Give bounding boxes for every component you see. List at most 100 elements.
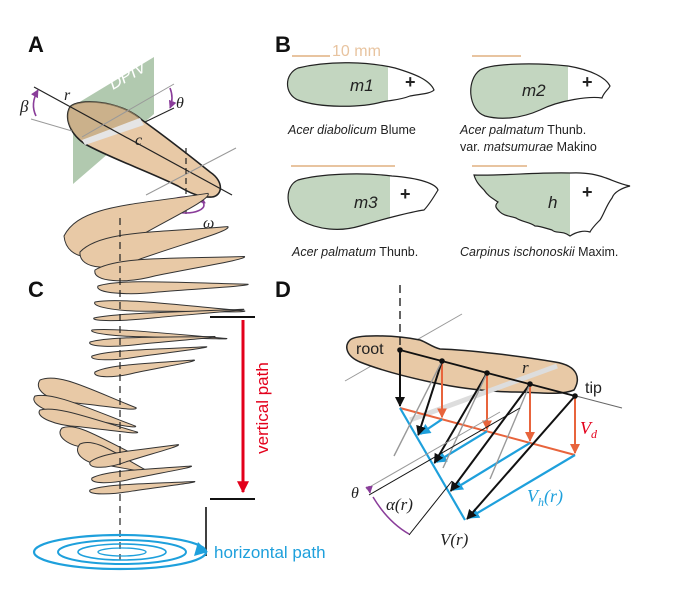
species-authority: Thunb. (376, 245, 418, 259)
wing-h-outline (473, 172, 631, 237)
omega-symbol: ω (203, 215, 214, 232)
cross-line (145, 147, 237, 196)
variety-italic: matsumurae (484, 140, 554, 154)
velocity-vectors (393, 347, 580, 521)
species-italic: Acer diabolicum (287, 123, 377, 137)
r-symbol: r (64, 87, 71, 104)
chord-highlight (82, 118, 144, 145)
falling-seed-silhouette (93, 308, 245, 322)
grey-guide (442, 372, 488, 469)
vertical-path-label: vertical path (253, 362, 272, 454)
alpha-arc (372, 496, 410, 535)
plane-intersection (67, 101, 140, 140)
theta-label-d: θ (351, 485, 359, 502)
wing-m2-outline (470, 63, 611, 119)
panel-label-c: C (28, 277, 44, 302)
vd-label: Vd (580, 418, 598, 441)
radial-point (527, 381, 533, 387)
v-arrow (449, 383, 531, 492)
species-italic: Acer palmatum (459, 123, 544, 137)
grey-guide (393, 360, 443, 457)
alpha-reference-line (368, 407, 521, 496)
horizontal-reference (81, 83, 175, 138)
radial-point (439, 358, 445, 364)
vd-subscript: d (591, 427, 598, 441)
vd-baseline (399, 407, 576, 456)
falling-seed-silhouette (94, 300, 246, 313)
wing-m1-plus: + (405, 72, 416, 92)
wing-m1-caption: Acer diabolicum Blume (287, 123, 416, 137)
panel-label-b: B (275, 32, 291, 57)
r-label: r (522, 358, 529, 377)
theta-arc (168, 87, 177, 109)
chord-highlight-d (409, 363, 558, 423)
species-authority: Blume (377, 123, 416, 137)
falling-seed-silhouette (89, 444, 179, 468)
wing-m2-blade (568, 66, 610, 102)
species-italic: Acer palmatum (291, 245, 376, 259)
vh-baseline (399, 407, 466, 521)
panel-d: D root tip r θ α(r) V(r) Vd Vh(r) (275, 277, 623, 549)
seed-stack (33, 192, 249, 495)
wing-h-blade (570, 172, 630, 236)
panel-c: C vertical path horizontal path (28, 192, 326, 571)
velocity-extension-line (408, 480, 453, 536)
theta-arc-d (365, 485, 373, 494)
wing-m3-outline (287, 173, 439, 230)
horizontal-path-arrowhead (194, 542, 208, 556)
vd-symbol: V (580, 418, 593, 438)
beta-symbol: β (19, 97, 29, 116)
horizontal-path-ring-3 (77, 543, 167, 561)
wing-m2-plus: + (582, 72, 593, 92)
wing-m2-tag: m2 (522, 81, 546, 100)
scale-bar-label: 10 mm (332, 43, 381, 60)
wing-m3-caption: Acer palmatum Thunb. (291, 245, 418, 259)
wing-m1-blade (388, 64, 434, 102)
vh-arrow (468, 454, 576, 519)
radial-point (572, 393, 578, 399)
theta-reference-line (365, 411, 501, 490)
horizontal-path-label: horizontal path (214, 543, 326, 562)
panel-label-d: D (275, 277, 291, 302)
falling-seed-silhouette (89, 480, 196, 495)
falling-seed-silhouette (91, 346, 208, 361)
falling-seed-silhouette (97, 281, 249, 295)
wing-m1-tag: m1 (350, 76, 374, 95)
falling-seed-silhouette (38, 408, 139, 434)
panel-a: A DPIV β r θ c ω (19, 32, 237, 232)
species-authority: Maxim. (575, 245, 619, 259)
radial-point (397, 347, 403, 353)
wing-h: h + Carpinus ischonoskii Maxim. (460, 172, 631, 259)
wing-h-caption: Carpinus ischonoskii Maxim. (460, 245, 618, 259)
vh-argument: (r) (544, 486, 563, 507)
panel-b: B 10 mm m1 + Acer diabolicum Blume m2 + … (275, 32, 631, 259)
chord-symbol: c (135, 132, 142, 149)
root-label: root (356, 341, 384, 358)
wing-h-plus: + (582, 182, 593, 202)
wing-m3-plus: + (400, 184, 411, 204)
vh-arrow (451, 441, 531, 491)
variety-authority: Makino (553, 140, 597, 154)
falling-seed-silhouette (89, 335, 216, 347)
wing-m2: m2 + Acer palmatum Thunb. var. matsumura… (459, 63, 611, 154)
v-arrow (416, 360, 443, 436)
v-arrow (466, 395, 576, 520)
falling-seed-silhouette (91, 465, 192, 484)
vh-subscript: h (538, 495, 544, 509)
alpha-label: α(r) (386, 495, 413, 514)
reference-line (30, 118, 73, 132)
vh-label: Vh(r) (527, 486, 563, 509)
panel-label-a: A (28, 32, 44, 57)
wing-m2-caption-line1: Acer palmatum Thunb. (459, 123, 586, 137)
vh-arrow (435, 430, 488, 463)
radial-point (484, 370, 490, 376)
wing-m3-tag: m3 (354, 193, 378, 212)
v-arrow (433, 372, 488, 464)
chord-line (144, 107, 175, 123)
species-authority: Thunb. (544, 123, 586, 137)
horizontal-path-ring-4 (97, 547, 147, 557)
velocity-label: V(r) (440, 530, 469, 549)
variety-prefix: var. (460, 140, 484, 154)
theta-symbol: θ (176, 95, 184, 112)
